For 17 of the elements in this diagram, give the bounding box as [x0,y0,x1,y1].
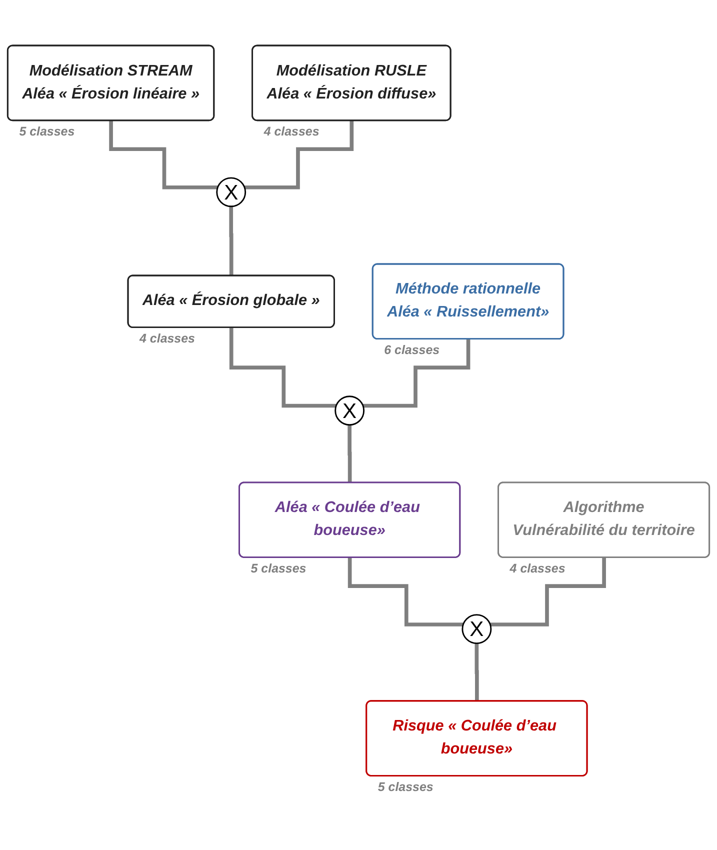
connector [229,326,336,408]
class-count-note: 4 classes [510,562,566,576]
class-count-note: 5 classes [19,124,75,139]
node-circle: X [216,177,246,208]
connector [244,118,354,190]
node-circle: X [462,614,492,644]
class-count-note: 5 classes [378,780,434,794]
connector [362,337,470,408]
connector [229,204,234,278]
class-count-note: 4 classes [264,124,320,139]
connector [490,556,606,626]
connector [348,556,464,626]
node-circle: X [334,396,365,426]
class-count-note: 6 classes [384,343,440,358]
class-count-note: 5 classes [250,562,306,576]
connector [109,118,218,190]
class-count-note: 4 classes [140,332,195,346]
